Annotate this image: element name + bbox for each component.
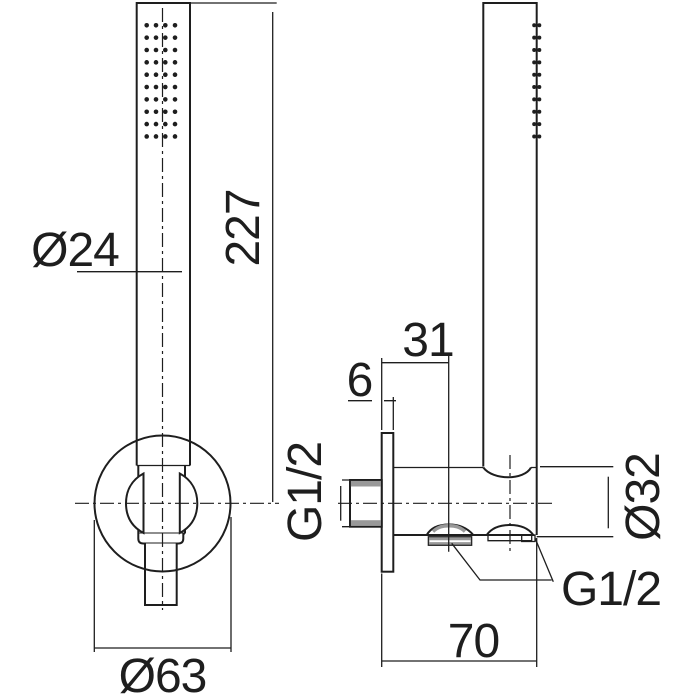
nozzle-dot xyxy=(537,122,542,127)
nozzle-dot xyxy=(153,23,159,28)
thread-band-top xyxy=(350,480,381,487)
dimension-label: 70 xyxy=(448,615,499,668)
nozzle-dot xyxy=(532,72,537,77)
nozzle-dot xyxy=(144,35,149,40)
nozzle-dot xyxy=(144,97,149,102)
nozzle-dot xyxy=(172,35,178,40)
nozzle-dot xyxy=(532,48,537,52)
nozzle-dot xyxy=(537,109,542,114)
dimension-projection: 70 xyxy=(381,538,538,668)
handle-tail xyxy=(144,543,178,606)
nozzle-dot xyxy=(537,35,542,40)
dimension-inlet-thread: G1/2 xyxy=(279,442,350,542)
nozzle-dot xyxy=(172,23,178,28)
nozzle-dot xyxy=(163,47,168,53)
nozzle-dot xyxy=(144,47,149,53)
nozzle-dot xyxy=(144,23,149,28)
nozzle-dot xyxy=(172,134,178,139)
nozzle-dot xyxy=(532,122,537,127)
nozzle-dot xyxy=(172,121,178,127)
dimension-head-diameter: Ø24 xyxy=(31,224,182,277)
nozzle-dot xyxy=(532,134,537,139)
nozzle-dot xyxy=(144,121,149,127)
nozzle-dot xyxy=(153,97,159,102)
nozzle-dot xyxy=(163,121,168,127)
nozzle-dot xyxy=(144,84,149,90)
nozzle-dot xyxy=(172,60,178,65)
dimension-body-diameter: Ø32 xyxy=(536,453,670,541)
nozzle-dot xyxy=(172,47,178,53)
front-view: Ø24 227 Ø63 xyxy=(31,2,279,700)
extension-line xyxy=(536,466,614,538)
side-nozzle-bumps xyxy=(532,23,542,139)
nozzle-dot xyxy=(537,23,542,28)
nozzle-dot xyxy=(163,35,168,40)
wall-plate xyxy=(380,432,395,573)
nozzle-dot xyxy=(144,72,149,77)
dimension-label: 31 xyxy=(402,314,453,367)
handle-seat-curve xyxy=(482,466,532,479)
nozzle-dot xyxy=(153,60,159,65)
leader-line xyxy=(534,537,554,582)
shower-handle-front xyxy=(135,2,191,466)
nozzle-dot xyxy=(537,85,542,90)
nozzle-dot xyxy=(144,134,149,139)
nozzle-dot xyxy=(537,97,542,102)
nozzle-dot xyxy=(532,109,537,114)
leader-line xyxy=(451,542,552,581)
nozzle-dot xyxy=(172,109,178,115)
nozzle-dot xyxy=(163,134,168,139)
dimension-holder-diameter: Ø63 xyxy=(93,517,232,700)
extension-line xyxy=(93,517,232,652)
nozzle-dot xyxy=(537,134,542,139)
nozzle-dot xyxy=(153,84,159,90)
nozzle-dot xyxy=(163,60,168,65)
nozzle-dot xyxy=(537,72,542,77)
dimension-label: Ø32 xyxy=(617,453,670,541)
nozzle-dot xyxy=(163,72,168,77)
side-view: 31 6 G1/2 Ø32 G1/2 70 xyxy=(279,2,670,668)
dimension-label: Ø24 xyxy=(31,224,119,277)
dimension-head-length: 227 xyxy=(189,2,277,502)
nozzle-dot xyxy=(144,109,149,115)
nozzle-dot xyxy=(144,60,149,65)
nozzle-dot xyxy=(153,35,159,40)
nozzle-dot xyxy=(532,85,537,90)
dimension-label: 6 xyxy=(347,354,373,407)
nozzle-dot xyxy=(532,35,537,40)
dimension-label: 227 xyxy=(217,189,270,266)
handle-collar xyxy=(137,465,186,535)
nozzle-dot xyxy=(172,97,178,102)
nozzle-dot xyxy=(532,97,537,102)
nozzle-dot xyxy=(163,84,168,90)
dimension-label: Ø63 xyxy=(119,650,207,700)
nozzle-dot xyxy=(532,60,537,65)
nozzle-dot xyxy=(163,23,168,28)
nozzle-dot xyxy=(532,23,537,28)
dimension-label: G1/2 xyxy=(279,442,332,542)
extension-line xyxy=(342,479,350,528)
nozzle-dot xyxy=(537,60,542,65)
nozzle-dot xyxy=(153,121,159,127)
dimension-outlet-offset: 31 xyxy=(381,314,455,430)
dimension-outlet-thread: G1/2 xyxy=(451,537,662,616)
nozzle-dot xyxy=(153,72,159,77)
nozzle-dot xyxy=(153,109,159,115)
nozzle-dot xyxy=(172,72,178,77)
nozzle-dot xyxy=(172,84,178,90)
extension-line xyxy=(381,538,538,667)
nozzle-dot xyxy=(537,48,542,52)
dimension-plate-thickness: 6 xyxy=(347,354,396,430)
nozzle-dot xyxy=(153,47,159,53)
nozzle-dot xyxy=(153,134,159,139)
holder-shelf xyxy=(137,533,185,545)
shower-handle-side xyxy=(482,2,538,535)
dimension-label: G1/2 xyxy=(561,563,661,616)
spray-face-nozzles xyxy=(144,23,178,139)
nozzle-dot xyxy=(163,109,168,115)
thread-band-bottom xyxy=(350,520,381,526)
nozzle-dot xyxy=(163,97,168,102)
